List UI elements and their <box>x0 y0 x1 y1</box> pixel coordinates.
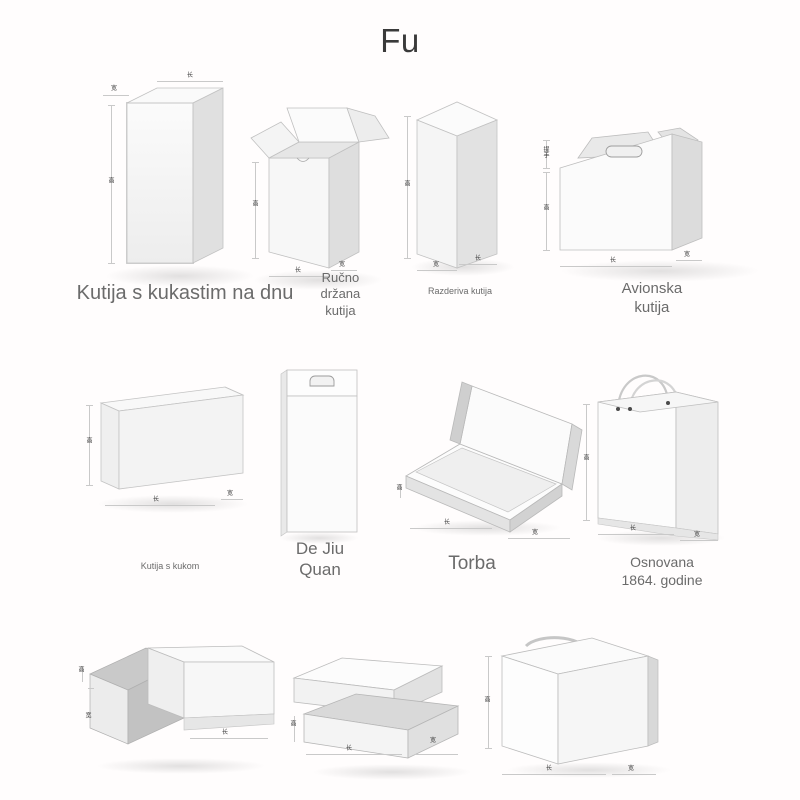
caption-hand-held-box: Ručno držana kutija <box>320 270 361 318</box>
dim-label-length: 长 <box>295 267 302 274</box>
dim-label-height: 高 <box>251 200 258 206</box>
dim-label-width: 宽 <box>694 531 701 538</box>
dim-label-width: 宽 <box>532 529 539 536</box>
product-suitcase-handle-box[interactable]: 高 长 宽 <box>472 632 702 797</box>
tall-upright-box-art: 宽 长 高 <box>95 73 275 287</box>
dim-label-length: 长 <box>153 496 160 503</box>
product-tear-away-box[interactable]: 高 宽 长 Razderiva kutija <box>395 90 525 296</box>
product-de-jiu-quan[interactable]: De Jiu Quan <box>265 360 375 579</box>
dim-label-width: 宽 <box>430 737 437 744</box>
dim-label-width: 宽 <box>684 251 691 258</box>
caption-tear-away-box: Razderiva kutija <box>427 286 493 296</box>
product-torba[interactable]: 高 长 宽 Torba <box>392 372 592 574</box>
open-flap-box-art: 高 长 宽 <box>235 100 405 300</box>
paper-shopping-bag-art: 高 长 宽 <box>572 358 752 553</box>
product-airplane-box[interactable]: 提手 高 长 宽 Avionska kutija <box>530 110 795 316</box>
product-bottom-hook-box[interactable]: 宽 长 高 Kutija s kukastim na dnu <box>77 73 294 305</box>
dim-label-height: 高 <box>403 180 410 186</box>
dim-label-length: 长 <box>346 745 353 752</box>
dim-label-width: 宽 <box>111 85 118 92</box>
caption-airplane-box: Avionska kutija <box>621 280 683 316</box>
dim-label-length: 长 <box>546 765 553 772</box>
hang-tab-box-art <box>265 360 375 545</box>
caption-de-jiu-quan: De Jiu Quan <box>295 539 345 580</box>
slim-tall-box-art: 高 宽 长 <box>395 90 525 290</box>
caption-bottom-hook-box: Kutija s kukastim na dnu <box>76 282 294 304</box>
gable-handle-box-art: 提手 高 长 宽 <box>530 110 795 295</box>
dim-label-length: 长 <box>444 519 451 526</box>
caption-established-1864: Osnovana 1864. godine <box>621 554 703 588</box>
product-established-1864[interactable]: 高 长 宽 Osnovana 1864. godine <box>572 358 752 588</box>
lid-base-box-art: 高 长 宽 <box>282 642 502 800</box>
dim-label-height: 高 <box>77 666 84 672</box>
dim-label-width: 宽 <box>628 765 635 772</box>
dim-label-handle: 提手 <box>542 146 549 158</box>
caption-hook-box: Kutija s kukom <box>140 561 200 571</box>
dim-label-width: 宽 <box>433 261 440 268</box>
dim-label-height: 高 <box>483 696 490 702</box>
dim-label-width: 宽 <box>339 261 346 268</box>
dim-label-height: 高 <box>542 204 549 210</box>
product-lid-and-base-box[interactable]: 高 长 宽 <box>282 642 502 800</box>
dim-label-height: 高 <box>582 454 589 460</box>
product-hand-held-box[interactable]: 高 长 宽 Ručno držana kutija <box>235 100 405 318</box>
caption-torba: Torba <box>448 553 496 574</box>
dim-label-height: 高 <box>107 177 114 183</box>
drawer-slide-box-art: 高 宽 长 <box>62 632 312 792</box>
open-mailer-box-art: 高 长 宽 <box>392 372 592 552</box>
product-hook-box[interactable]: 高 长 宽 Kutija s kukom <box>75 365 265 571</box>
dim-label-length: 长 <box>475 255 482 262</box>
page-title: Fu <box>380 22 420 59</box>
dim-label-height: 高 <box>395 484 402 490</box>
dim-label-length: 长 <box>610 257 617 264</box>
dim-label-width: 宽 <box>227 490 234 497</box>
dim-label-length: 长 <box>187 72 194 79</box>
dim-label-width: 宽 <box>84 712 91 718</box>
wide-flat-box-art: 高 长 宽 <box>75 365 265 545</box>
dim-label-height: 高 <box>85 437 92 443</box>
suitcase-box-art: 高 长 宽 <box>472 632 702 797</box>
dim-label-length: 长 <box>222 729 229 736</box>
product-sliding-drawer-box[interactable]: 高 宽 长 <box>62 632 312 792</box>
dim-label-height: 高 <box>289 720 296 726</box>
dim-label-length: 长 <box>630 525 637 532</box>
